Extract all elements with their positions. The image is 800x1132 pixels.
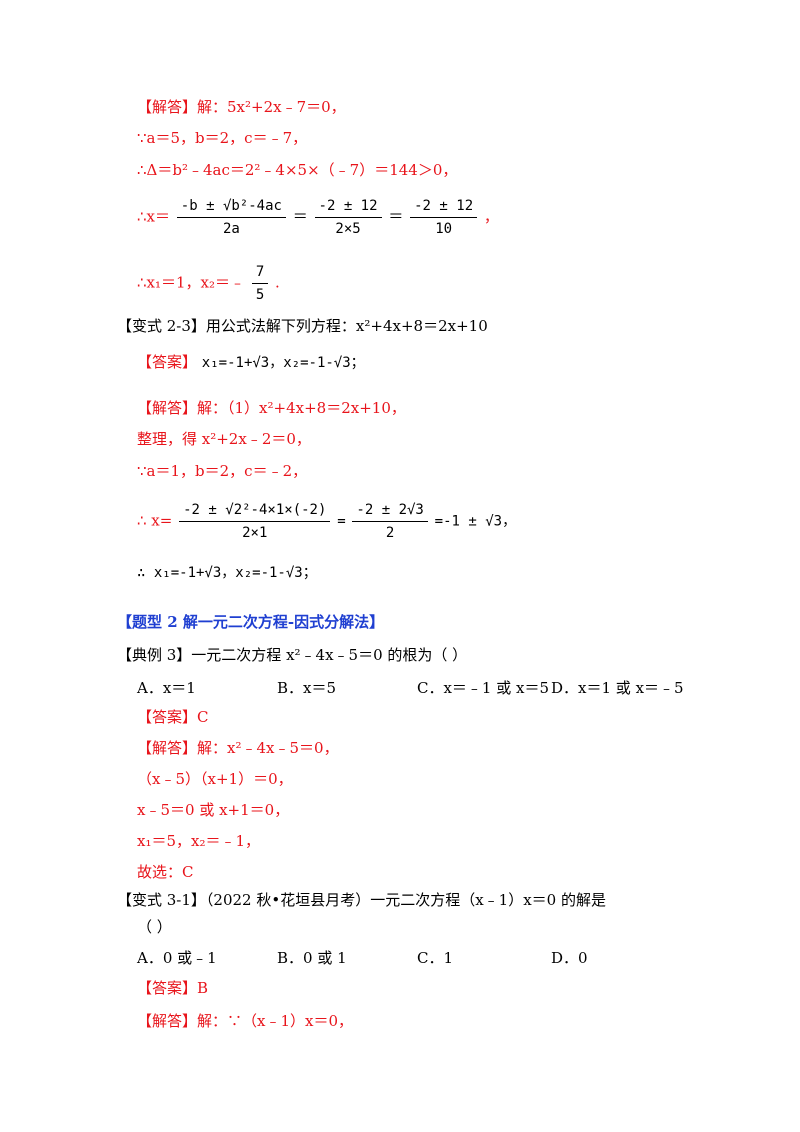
equals-sign: ＝ <box>388 207 404 226</box>
solution-line: 整理，得 x²+2x﹣2＝0， <box>137 430 311 448</box>
answer-value: x₁=-1+√3，x₂=-1-√3； <box>201 355 365 371</box>
fraction-simplified: -2 ± 12 10 <box>410 196 478 239</box>
option-a: A．0 或﹣1 <box>137 949 217 967</box>
fraction-denominator: 2×1 <box>242 525 268 541</box>
formula-prefix: ∴x＝ <box>137 207 171 226</box>
fraction-denominator: 2 <box>385 525 395 541</box>
roots-line: ∴x₁＝1，x₂＝﹣ 7 5 . <box>137 262 280 305</box>
formula-line: ∴x＝ -b ± √b²-4ac 2a ＝ -2 ± 12 2×5 ＝ -2 ±… <box>137 196 499 239</box>
equals-sign: ＝ <box>292 207 308 226</box>
fraction-simplified: -2 ± 2√3 2 <box>352 500 428 543</box>
answer-line: 【答案】 x₁=-1+√3，x₂=-1-√3； <box>137 352 365 373</box>
option-c: C．x＝﹣1 或 x＝5 <box>417 679 550 697</box>
solution-line: 【解答】解：∵（x﹣1）x＝0， <box>137 1012 354 1030</box>
problem-title: 【典例 3】一元二次方程 x²﹣4x﹣5＝0 的根为（ ） <box>117 646 468 664</box>
formula-prefix: ∴ x= <box>137 511 173 530</box>
answer-label: 【答案】 <box>137 353 198 371</box>
fraction-quadratic-formula: -b ± √b²-4ac 2a <box>176 196 286 239</box>
formula-result: =-1 ± √3， <box>434 513 517 530</box>
formula-suffix: ， <box>483 207 499 226</box>
fraction-numerator: 7 <box>251 262 269 284</box>
option-b: B．x＝5 <box>277 679 337 697</box>
answer-line: 【答案】B <box>137 979 209 997</box>
problem-title: 【变式 2-3】用公式法解下列方程：x²+4x+8＝2x+10 <box>117 317 488 335</box>
fraction-root: 7 5 <box>251 262 269 305</box>
formula-line: ∴ x= -2 ± √2²-4×1×(-2) 2×1 = -2 ± 2√3 2 … <box>137 500 516 543</box>
roots-suffix: . <box>275 273 280 292</box>
fraction-denominator: 10 <box>435 221 453 237</box>
solution-line: ∵a＝5，b＝2，c＝﹣7， <box>137 129 308 147</box>
problem-title: 【变式 3-1】（2022 秋•花垣县月考）一元二次方程（x﹣1）x＝0 的解是 <box>117 891 606 909</box>
solution-line: ∵a＝1，b＝2，c＝﹣2， <box>137 462 308 480</box>
roots-prefix: ∴x₁＝1，x₂＝﹣ <box>137 273 246 292</box>
solution-line: ∴Δ＝b²﹣4ac＝2²﹣4×5×（﹣7）＝144＞0， <box>137 161 458 179</box>
roots-line: ∴ x₁=-1+√3，x₂=-1-√3； <box>137 565 317 581</box>
fraction-numerator: -2 ± √2²-4×1×(-2) <box>179 500 331 522</box>
solution-line: x﹣5＝0 或 x+1＝0， <box>137 801 290 819</box>
fraction-denominator: 5 <box>255 287 265 303</box>
solution-line: 【解答】解：x²﹣4x﹣5＝0， <box>137 739 339 757</box>
fraction-numerator: -2 ± 12 <box>314 196 382 218</box>
option-b: B．0 或 1 <box>277 949 347 967</box>
fraction-substituted: -2 ± 12 2×5 <box>314 196 382 239</box>
solution-line: 故选：C <box>137 863 194 881</box>
option-d: D．0 <box>551 949 588 967</box>
fraction-numerator: -b ± √b²-4ac <box>176 196 286 218</box>
option-d: D．x＝1 或 x＝﹣5 <box>551 679 684 697</box>
fraction-numerator: -2 ± 2√3 <box>352 500 428 522</box>
section-heading: 【题型 2 解一元二次方程-因式分解法】 <box>117 613 385 631</box>
fraction-substituted: -2 ± √2²-4×1×(-2) 2×1 <box>179 500 331 543</box>
option-a: A．x＝1 <box>137 679 196 697</box>
fraction-denominator: 2×5 <box>335 221 361 237</box>
option-c: C．1 <box>417 949 454 967</box>
equals-sign: = <box>337 513 346 530</box>
fraction-denominator: 2a <box>222 221 240 237</box>
fraction-numerator: -2 ± 12 <box>410 196 478 218</box>
answer-line: 【答案】C <box>137 708 209 726</box>
solution-line: x₁＝5，x₂＝﹣1， <box>137 832 261 850</box>
solution-line: 【解答】解：（1）x²+4x+8＝2x+10， <box>137 399 406 417</box>
problem-title-cont: （ ） <box>137 918 172 936</box>
solution-line: （x﹣5）（x+1）＝0， <box>137 770 293 788</box>
solution-line: 【解答】解：5x²+2x﹣7＝0， <box>137 98 346 116</box>
